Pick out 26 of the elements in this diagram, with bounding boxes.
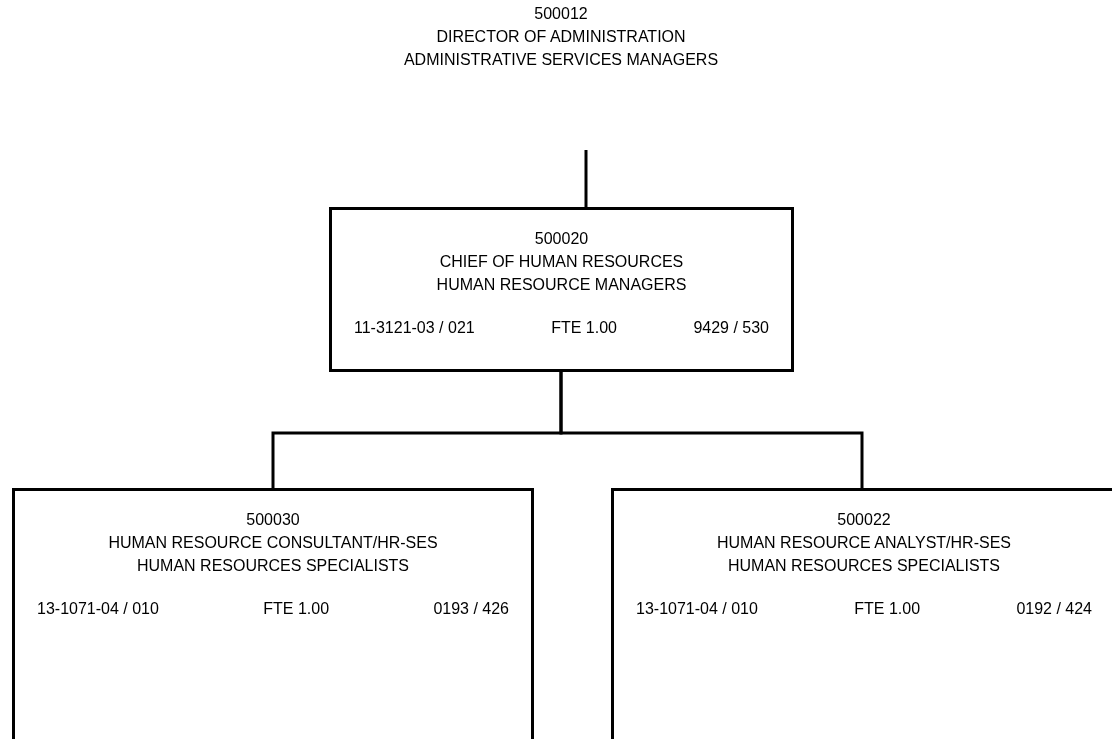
position-title: ADMINISTRATIVE SERVICES MANAGERS <box>403 50 719 70</box>
fte-value: FTE 1.00 <box>854 599 921 619</box>
position-code: 0192 / 424 <box>1016 599 1092 619</box>
position-number: 500020 <box>534 229 589 249</box>
position-code: 9429 / 530 <box>693 318 769 338</box>
position-title: HUMAN RESOURCE CONSULTANT/HR-SES <box>108 533 438 553</box>
position-box <box>329 207 794 372</box>
position-number: 500022 <box>837 510 891 530</box>
job-code: 13-1071-04 / 010 <box>636 599 758 619</box>
job-code: 13-1071-04 / 010 <box>37 599 159 619</box>
position-box <box>611 488 1112 739</box>
position-title: HUMAN RESOURCE MANAGERS <box>436 275 687 295</box>
position-title: CHIEF OF HUMAN RESOURCES <box>439 252 684 272</box>
position-title: HUMAN RESOURCES SPECIALISTS <box>727 556 1001 576</box>
position-number: 500012 <box>534 4 588 24</box>
position-code: 0193 / 426 <box>433 599 509 619</box>
connector-line <box>559 372 864 488</box>
position-number: 500030 <box>246 510 300 530</box>
position-title: HUMAN RESOURCES SPECIALISTS <box>136 556 410 576</box>
connector-line <box>584 150 588 207</box>
fte-value: FTE 1.00 <box>263 599 330 619</box>
position-box <box>12 488 534 739</box>
job-code: 11-3121-03 / 021 <box>354 318 475 338</box>
position-title: DIRECTOR OF ADMINISTRATION <box>436 27 686 47</box>
fte-value: FTE 1.00 <box>551 318 617 338</box>
position-title: HUMAN RESOURCE ANALYST/HR-SES <box>717 533 1011 553</box>
